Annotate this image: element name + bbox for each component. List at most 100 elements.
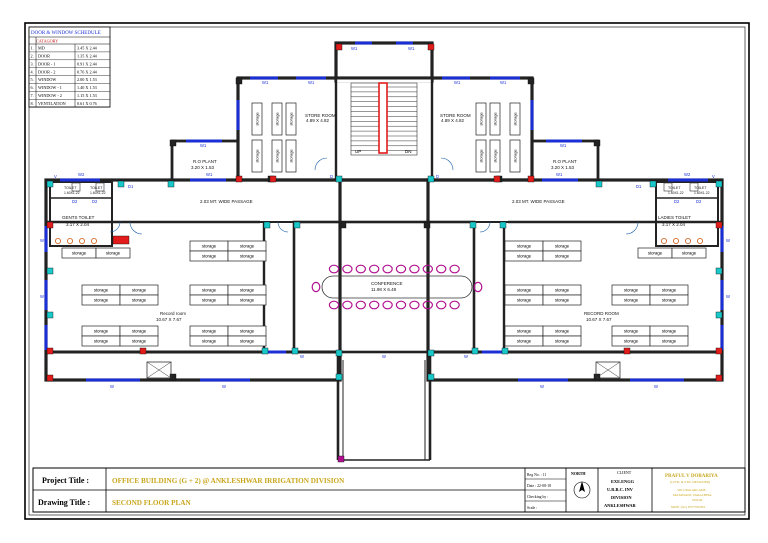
svg-text:W: W [382,354,386,359]
schedule-row-size: 1.15 X 1.53 [77,93,97,98]
schedule-row-no: 2. [31,54,34,59]
storage-shelf [489,139,501,173]
storage-shelf [475,139,487,173]
storage-label: storage [517,329,532,334]
column [595,180,603,188]
project-title-value: OFFICE BUILDING (G + 2) @ ANKLESHWAR IRR… [112,477,345,485]
storage-shelf [227,250,267,262]
schedule-row-no: 5. [31,77,34,82]
ro-plant-left-label: R.O PLANT [193,159,217,164]
column [649,180,657,188]
column [46,311,54,319]
storage-label: storage [517,339,532,344]
storage-shelf [285,139,297,173]
storage-label: storage [648,251,663,256]
chair [342,264,353,274]
storage-label: storage [662,298,677,303]
storage-label: storage [513,149,518,163]
drawing-date: Date : 22-08-18 [527,484,551,488]
svg-text:W1: W1 [308,80,315,85]
column [423,221,431,229]
column [46,221,54,229]
column [471,347,479,355]
column [335,373,343,381]
architect-address-1: 305-UMA ARCADE, [677,488,707,493]
storage-label: storage [240,298,255,303]
column [46,347,54,355]
stair-well [378,82,388,154]
storage-label: storage [289,149,294,163]
architect-address-2: MATAWADI, VARACHHA, [673,493,712,498]
chair [355,264,366,274]
conference-chairs [311,264,483,310]
washbasin [54,237,62,245]
storage-label: storage [255,112,260,126]
svg-text:D2: D2 [674,199,680,204]
storage-label: storage [479,112,484,126]
storage-shelf [271,139,283,173]
column [139,347,147,355]
svg-text:W1: W1 [454,80,461,85]
schedule-row-no: 3. [31,61,34,66]
conference-size: 11.98 X 6.48 [371,287,397,292]
storage-label: storage [275,149,280,163]
storage-label: storage [240,244,255,249]
column [715,347,723,355]
storage-shelf [119,294,159,306]
svg-text:W1: W1 [556,172,563,177]
storage-shelf [227,335,267,347]
chair [355,300,366,310]
storage-label: storage [72,251,87,256]
storage-label: storage [94,298,109,303]
column [46,374,54,382]
conference-label: CONFERENCE [371,281,403,286]
schedule-row-size: 1.35 X 2.44 [77,54,98,59]
svg-text:W: W [222,384,226,389]
door-swings [109,157,639,235]
chair [422,264,433,274]
storage-label: storage [662,329,677,334]
column [46,180,54,188]
storage-shelf [227,294,267,306]
chair [409,300,420,310]
svg-text:W: W [540,384,544,389]
record-room-right-label: RECORD ROOM [584,311,619,316]
schedule-header: CATAGORY [36,39,58,44]
record-room-left-size: 10.67 X 7.67 [156,317,182,322]
svg-text:W1: W1 [262,80,269,85]
storage-label: storage [493,149,498,163]
storage-shelf [251,102,263,136]
toilet-left-1-size: 1.60X1.22 [64,191,80,195]
schedule-row-name: VENTILATION [38,101,66,106]
column [261,347,269,355]
washbasin [696,237,704,245]
column [623,347,631,355]
schedule-row-name: WINDOW - 2 [38,93,62,98]
chair [409,264,420,274]
storage-label: storage [106,251,121,256]
column [527,77,535,85]
ladies-toilet-size: 3.17 X 2.04 [662,222,686,227]
column [335,349,343,357]
storage-label: storage [624,288,639,293]
gents-toilet-label: GENTS TOILET [62,215,95,220]
svg-text:W: W [726,294,730,299]
architect-mobile: MOB : (91) 9727700784 [671,505,705,509]
store-room-right-label: STORE ROOM [440,113,471,118]
svg-text:D2: D2 [72,199,78,204]
storage-label: storage [517,288,532,293]
column [169,373,177,381]
column [715,180,723,188]
chair [382,264,393,274]
client-label: CLIENT [617,470,632,475]
column [335,43,343,51]
storage-label: storage [555,329,570,334]
washbasin [78,237,86,245]
storage-label: storage [240,329,255,334]
project-title-label: Project Title : [42,476,89,485]
svg-text:W1: W1 [351,46,358,51]
stair-up-label: UP [355,149,361,154]
svg-text:D2: D2 [696,199,702,204]
